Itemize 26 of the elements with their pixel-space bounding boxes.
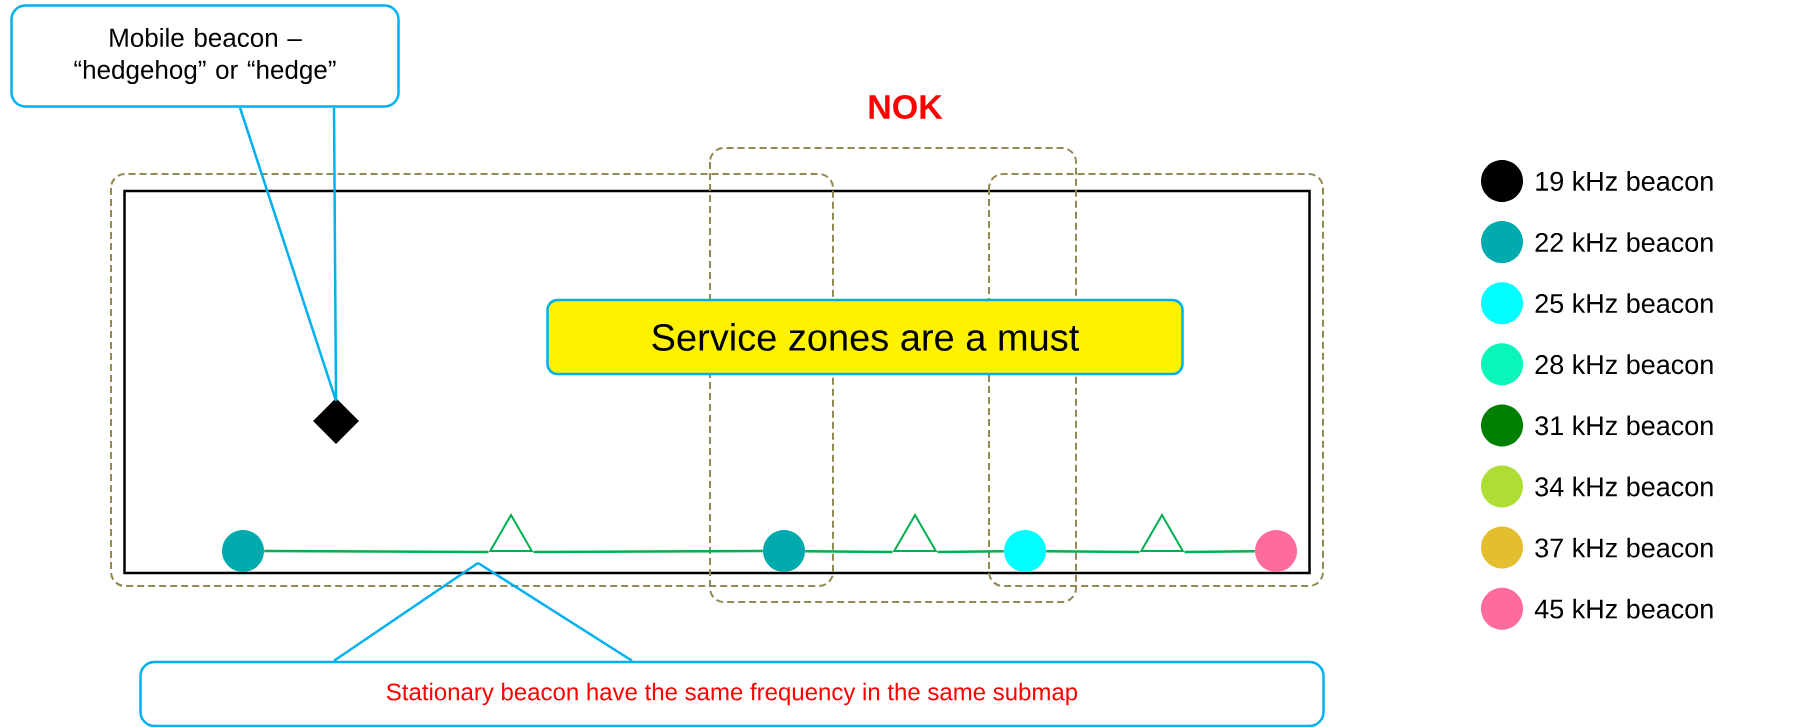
callout-pointer (332, 561, 634, 662)
callout-box: Mobile beacon – “hedgehog” or “hedge” (10, 4, 400, 108)
note-box: Service zones are a must (546, 298, 1184, 376)
legend-label: 45 kHz beacon (1534, 598, 1713, 619)
callout-box: Stationary beacon have the same frequency in the same submap (139, 660, 1325, 727)
beacon-dot (1255, 530, 1297, 572)
connecting-line (1046, 549, 1140, 554)
beacon-dot (763, 530, 805, 572)
legend-label: 34 kHz beacon (1535, 476, 1713, 497)
connecting-line (937, 550, 1004, 554)
legend-label: 28 kHz beacon (1535, 354, 1713, 375)
legend-label: 25 kHz beacon (1535, 293, 1713, 314)
connecting-line (533, 549, 763, 554)
legend-label: 19 kHz beacon (1536, 171, 1713, 191)
legend-label: 22 kHz beacon (1535, 232, 1713, 252)
connecting-line (264, 549, 489, 554)
legend-label: 37 kHz beacon (1535, 537, 1713, 558)
mobile-beacon (313, 398, 359, 444)
connecting-line (1184, 550, 1255, 554)
beacon-dot (222, 530, 264, 572)
connecting-line (805, 549, 893, 554)
legend-label: 31 kHz beacon (1535, 415, 1713, 436)
callout-pointer (238, 106, 338, 403)
status-label: NOK (869, 94, 943, 120)
beacon-dot (1004, 530, 1046, 572)
map-outline (123, 189, 1311, 575)
